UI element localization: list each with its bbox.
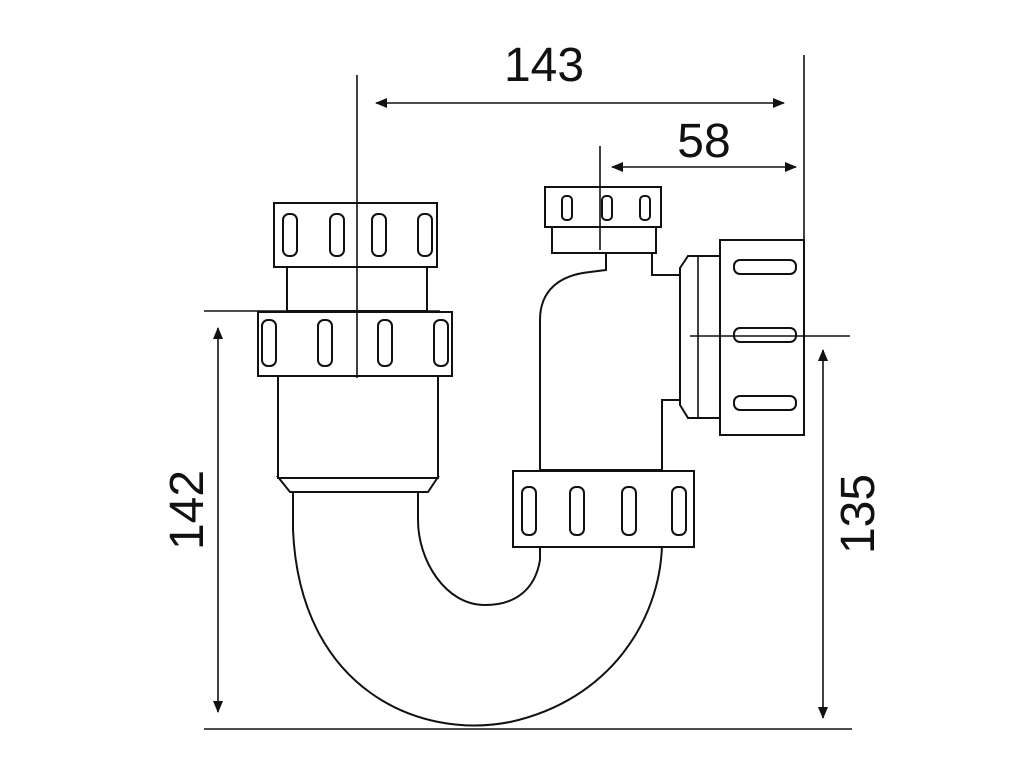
dim-label-142: 142 (161, 470, 214, 550)
left-lower-nut (257, 311, 453, 377)
dim-label-143: 143 (504, 39, 584, 92)
outlet-side-nut (719, 239, 805, 436)
dim-label-58: 58 (677, 115, 730, 168)
outlet-connector (679, 255, 721, 419)
dim-label-135: 135 (832, 474, 885, 554)
right-riser-pipe (539, 249, 681, 471)
u-bend-right-nut (512, 470, 695, 548)
right-top-nut (544, 186, 662, 228)
left-taper (275, 476, 440, 493)
left-inlet-pipe (277, 374, 439, 479)
left-upper-nut (273, 202, 438, 268)
right-top-neck (551, 226, 657, 254)
